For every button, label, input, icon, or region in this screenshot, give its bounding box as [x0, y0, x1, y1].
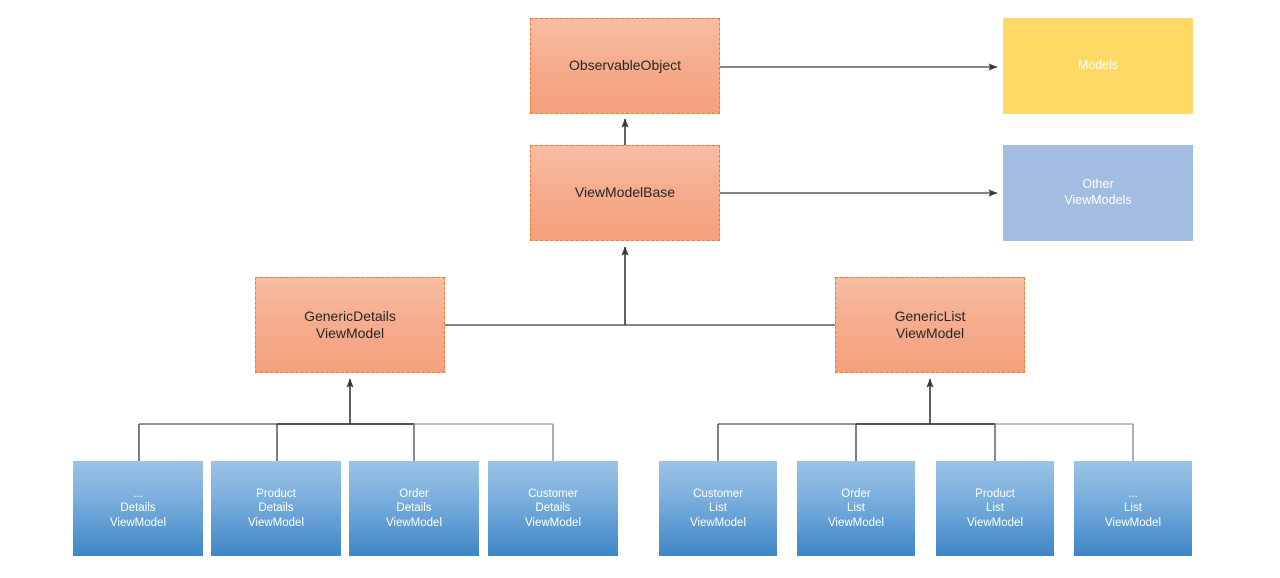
edge-list-leaves-to-generic-list: [717, 378, 1134, 461]
node-label-generic-details-view-model: GenericDetails ViewModel: [304, 307, 396, 342]
node-label-order-list-view-model: Order List ViewModel: [827, 487, 885, 529]
node-observable-object[interactable]: ObservableObject: [530, 18, 720, 114]
node-product-details-view-model[interactable]: Product Details ViewModel: [211, 461, 341, 556]
node-ellipsis-list-view-model[interactable]: ... List ViewModel: [1074, 461, 1192, 556]
edge-details-leaves-to-generic-details: [138, 378, 554, 461]
node-label-product-list-view-model: Product List ViewModel: [966, 487, 1024, 529]
node-label-generic-list-view-model: GenericList ViewModel: [894, 307, 966, 342]
node-label-customer-details-view-model: Customer Details ViewModel: [524, 487, 582, 529]
node-customer-list-view-model[interactable]: Customer List ViewModel: [659, 461, 777, 556]
node-label-product-details-view-model: Product Details ViewModel: [247, 487, 305, 529]
node-order-details-view-model[interactable]: Order Details ViewModel: [349, 461, 479, 556]
node-label-models: Models: [1077, 58, 1119, 73]
node-models[interactable]: Models: [1003, 18, 1193, 114]
node-label-customer-list-view-model: Customer List ViewModel: [689, 487, 747, 529]
node-other-view-models[interactable]: Other ViewModels: [1003, 145, 1193, 241]
node-generic-list-view-model[interactable]: GenericList ViewModel: [835, 277, 1025, 373]
node-label-ellipsis-details-view-model: ... Details ViewModel: [109, 487, 167, 529]
node-label-view-model-base: ViewModelBase: [574, 184, 676, 201]
node-view-model-base[interactable]: ViewModelBase: [530, 145, 720, 241]
node-label-ellipsis-list-view-model: ... List ViewModel: [1104, 487, 1162, 529]
node-order-list-view-model[interactable]: Order List ViewModel: [797, 461, 915, 556]
edge-generics-to-view-model-base: [445, 246, 835, 326]
node-product-list-view-model[interactable]: Product List ViewModel: [936, 461, 1054, 556]
node-generic-details-view-model[interactable]: GenericDetails ViewModel: [255, 277, 445, 373]
node-customer-details-view-model[interactable]: Customer Details ViewModel: [488, 461, 618, 556]
node-label-order-details-view-model: Order Details ViewModel: [385, 487, 443, 529]
node-ellipsis-details-view-model[interactable]: ... Details ViewModel: [73, 461, 203, 556]
node-label-other-view-models: Other ViewModels: [1064, 177, 1132, 207]
node-label-observable-object: ObservableObject: [568, 57, 682, 74]
